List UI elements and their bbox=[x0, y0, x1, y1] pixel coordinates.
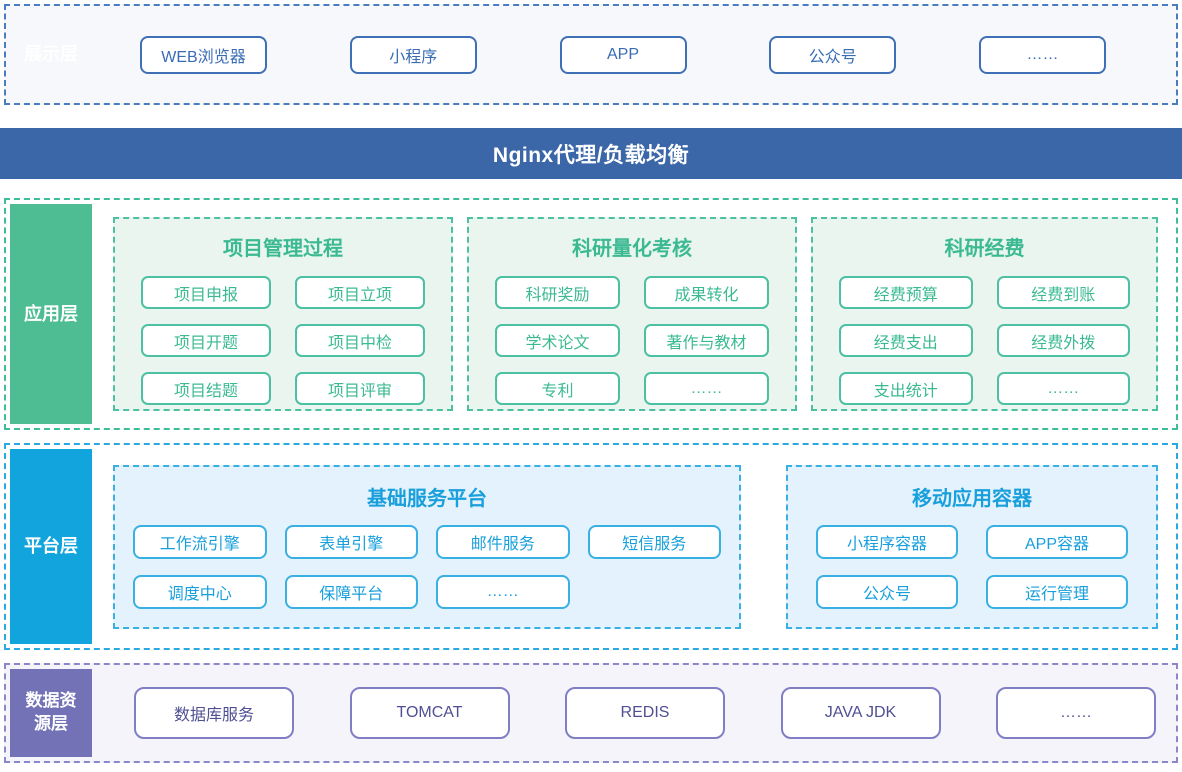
app-item: 经费到账 bbox=[996, 276, 1130, 309]
app-item: …… bbox=[996, 372, 1130, 405]
app-item: …… bbox=[644, 372, 769, 405]
presentation-item-ellipsis: …… bbox=[979, 35, 1106, 74]
group-items: 小程序容器 APP容器 公众号 运行管理 bbox=[816, 524, 1128, 609]
app-item: 学术论文 bbox=[495, 324, 620, 357]
app-item: 项目评审 bbox=[295, 372, 425, 405]
group-title: 科研经费 bbox=[944, 238, 1025, 260]
app-item: 项目结题 bbox=[141, 372, 271, 405]
platform-layer-section: 平台层 基础服务平台 工作流引擎 表单引擎 邮件服务 短信服务 调度中心 保障平… bbox=[4, 443, 1178, 650]
data-item-java-jdk: JAVA JDK bbox=[780, 687, 941, 739]
platform-item: 保障平台 bbox=[284, 574, 418, 609]
data-item-database-service: 数据库服务 bbox=[134, 687, 294, 739]
data-item-ellipsis: …… bbox=[996, 687, 1156, 739]
platform-item: 表单引擎 bbox=[284, 524, 418, 559]
platform-item: 调度中心 bbox=[133, 574, 267, 609]
application-layer-section: 应用层 项目管理过程 项目申报 项目立项 项目开题 项目中检 项目结题 项目评审… bbox=[4, 198, 1178, 430]
group-research-funds: 科研经费 经费预算 经费到账 经费支出 经费外拨 支出统计 …… bbox=[811, 217, 1158, 411]
platform-item: 邮件服务 bbox=[436, 524, 570, 559]
group-research-assessment: 科研量化考核 科研奖励 成果转化 学术论文 著作与教材 专利 …… bbox=[467, 217, 797, 411]
group-items: 经费预算 经费到账 经费支出 经费外拨 支出统计 …… bbox=[839, 276, 1130, 405]
app-item: 经费支出 bbox=[839, 324, 973, 357]
app-item: 著作与教材 bbox=[644, 324, 769, 357]
presentation-layer-label: 展示层 bbox=[24, 44, 78, 65]
app-item: 支出统计 bbox=[839, 372, 973, 405]
group-items: 工作流引擎 表单引擎 邮件服务 短信服务 调度中心 保障平台 …… bbox=[133, 524, 721, 609]
group-title: 移动应用容器 bbox=[912, 487, 1032, 510]
nginx-proxy-bar: Nginx代理/负载均衡 bbox=[0, 128, 1182, 179]
app-item: 项目中检 bbox=[295, 324, 425, 357]
application-layer-label: 应用层 bbox=[10, 204, 92, 424]
group-project-management: 项目管理过程 项目申报 项目立项 项目开题 项目中检 项目结题 项目评审 bbox=[113, 217, 453, 411]
presentation-item-web-browser: WEB浏览器 bbox=[140, 35, 267, 74]
platform-item: 公众号 bbox=[816, 574, 958, 609]
platform-layer-content: 基础服务平台 工作流引擎 表单引擎 邮件服务 短信服务 调度中心 保障平台 ……… bbox=[6, 445, 1176, 648]
presentation-item-mini-program: 小程序 bbox=[349, 35, 477, 74]
platform-item: APP容器 bbox=[986, 524, 1128, 559]
app-item: 科研奖励 bbox=[495, 276, 620, 309]
app-item: 项目开题 bbox=[141, 324, 271, 357]
app-item: 成果转化 bbox=[644, 276, 769, 309]
platform-item: 运行管理 bbox=[986, 574, 1128, 609]
presentation-layer-content: WEB浏览器 小程序 APP 公众号 …… bbox=[6, 6, 1176, 103]
data-item-redis: REDIS bbox=[565, 687, 725, 739]
platform-layer-label: 平台层 bbox=[10, 449, 92, 644]
platform-item: 短信服务 bbox=[587, 524, 721, 559]
presentation-item-app: APP bbox=[559, 35, 687, 74]
group-title: 项目管理过程 bbox=[223, 238, 343, 260]
group-title: 科研量化考核 bbox=[572, 238, 692, 260]
app-item: 专利 bbox=[495, 372, 620, 405]
group-basic-service-platform: 基础服务平台 工作流引擎 表单引擎 邮件服务 短信服务 调度中心 保障平台 …… bbox=[113, 464, 741, 629]
presentation-item-official-account: 公众号 bbox=[769, 35, 897, 74]
app-item: 项目立项 bbox=[295, 276, 425, 309]
data-resource-layer-content: 数据库服务 TOMCAT REDIS JAVA JDK …… bbox=[6, 665, 1176, 761]
group-items: 项目申报 项目立项 项目开题 项目中检 项目结题 项目评审 bbox=[141, 276, 425, 405]
platform-item: 工作流引擎 bbox=[133, 524, 267, 559]
group-mobile-app-container: 移动应用容器 小程序容器 APP容器 公众号 运行管理 bbox=[786, 464, 1158, 629]
presentation-layer-section: 展示层 WEB浏览器 小程序 APP 公众号 …… bbox=[4, 4, 1178, 105]
data-resource-layer-label: 数据资源层 bbox=[10, 669, 92, 757]
group-title: 基础服务平台 bbox=[367, 487, 487, 510]
application-layer-content: 项目管理过程 项目申报 项目立项 项目开题 项目中检 项目结题 项目评审 科研量… bbox=[6, 200, 1176, 428]
data-item-tomcat: TOMCAT bbox=[349, 687, 510, 739]
app-item: 经费预算 bbox=[839, 276, 973, 309]
platform-item: …… bbox=[436, 574, 570, 609]
app-item: 项目申报 bbox=[141, 276, 271, 309]
data-resource-layer-section: 数据资源层 数据库服务 TOMCAT REDIS JAVA JDK …… bbox=[4, 663, 1178, 763]
group-items: 科研奖励 成果转化 学术论文 著作与教材 专利 …… bbox=[495, 276, 769, 405]
app-item: 经费外拨 bbox=[996, 324, 1130, 357]
platform-item: 小程序容器 bbox=[816, 524, 958, 559]
